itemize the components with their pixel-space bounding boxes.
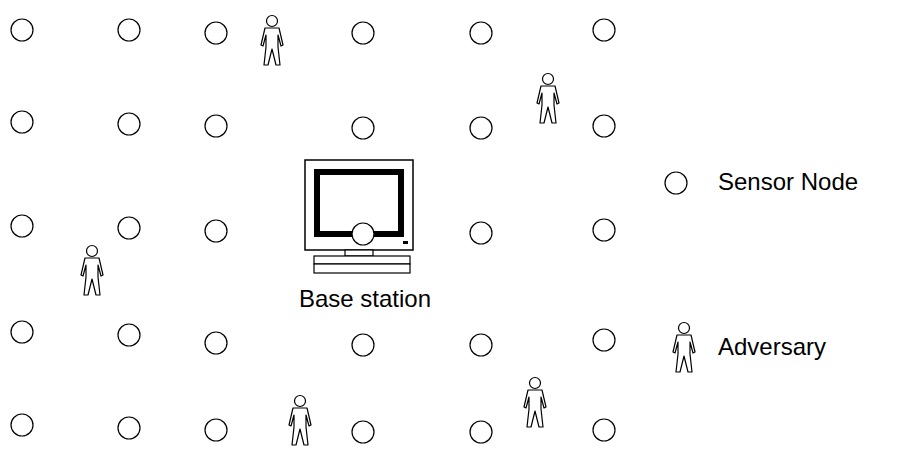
sensor-node-grid bbox=[11, 19, 615, 443]
node-label: Base station bbox=[260, 285, 470, 313]
computer-icon bbox=[300, 155, 430, 277]
legend-label: Sensor Node bbox=[718, 168, 858, 196]
base-station: Base station bbox=[300, 155, 430, 320]
legend-samples bbox=[665, 172, 695, 372]
adversary-figures bbox=[81, 16, 559, 446]
legend-label: Adversary bbox=[718, 333, 826, 361]
